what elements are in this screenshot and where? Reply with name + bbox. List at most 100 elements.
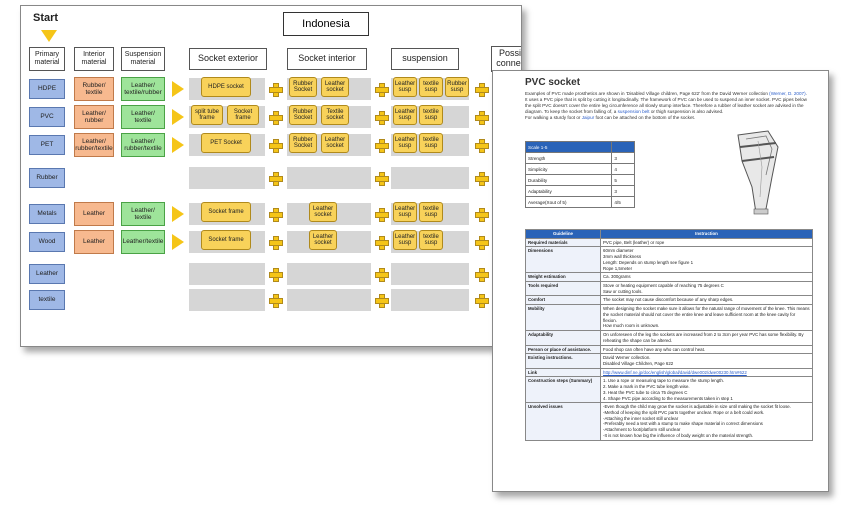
- suspension-box: Leather susp: [393, 202, 417, 222]
- arrow-right-icon: [172, 137, 184, 153]
- exterior-lane: [189, 167, 265, 189]
- guideline-row: Person or place of assistance.Food shop …: [525, 344, 813, 355]
- header-primary: Primary material: [29, 47, 65, 71]
- guideline-key: Unsolved issues: [525, 402, 601, 441]
- start-label: Start: [33, 12, 59, 24]
- intro-ref-link[interactable]: (Werner, D. 2007): [769, 91, 806, 96]
- socket-exterior-box: Socket frame: [201, 202, 251, 222]
- intro-text-3: or thigh suspension is also advised.: [650, 108, 724, 114]
- plus-icon: [375, 208, 389, 222]
- header-socket-interior: Socket interior: [287, 48, 367, 70]
- suspension-box: Leather susp: [393, 105, 417, 125]
- prosthetic-limb-illustration: [737, 130, 779, 215]
- guideline-value[interactable]: http://www.dinf.ne.jp/doc/english/global…: [600, 367, 813, 378]
- socket-interior-box: Rubber Socket: [289, 77, 317, 97]
- interior-lane: [287, 263, 371, 285]
- header-connector: Possible connector: [491, 46, 521, 72]
- doc-title: PVC socket: [525, 77, 581, 88]
- primary-material-wood: Wood: [29, 232, 65, 252]
- suspension-box: Leather susp: [393, 230, 417, 250]
- plus-icon: [475, 111, 489, 125]
- socket-interior-box: Leather socket: [321, 133, 349, 153]
- plus-icon: [475, 208, 489, 222]
- plus-icon: [375, 236, 389, 250]
- guideline-key: Person or place of assistance.: [525, 344, 601, 355]
- guideline-header: Guideline: [525, 229, 601, 239]
- guideline-row: Construction steps (Summary)1. Use a rop…: [525, 376, 813, 404]
- suspension-material-cell: Leather/ textile: [121, 105, 165, 129]
- interior-lane: [287, 289, 371, 311]
- intro-text: Examples of PVC made prosthetics are sho…: [525, 91, 768, 96]
- header-interior: Interior material: [74, 47, 114, 71]
- primary-material-rubber: Rubber: [29, 168, 65, 188]
- guideline-key: Dimensions: [525, 246, 601, 274]
- country-label: Indonesia: [283, 12, 369, 36]
- interior-material-cell: Leather: [74, 230, 114, 254]
- guideline-row: Unsolved issues-Even though the child ma…: [525, 402, 813, 441]
- arrow-right-icon: [172, 234, 184, 250]
- plus-icon: [375, 111, 389, 125]
- guideline-value: David Werner collection. Disabled Villag…: [600, 353, 813, 369]
- plus-icon: [269, 172, 283, 186]
- plus-icon: [475, 83, 489, 97]
- suspension-box: textile susp: [419, 202, 443, 222]
- guideline-value: Ca. 300grams: [600, 272, 813, 283]
- interior-lane: [287, 167, 371, 189]
- interior-material-cell: Leather: [74, 202, 114, 226]
- socket-interior-box: Leather socket: [309, 230, 337, 250]
- guideline-key: Tools required: [525, 281, 601, 297]
- plus-icon: [269, 268, 283, 282]
- prop-value: 5: [611, 174, 635, 186]
- intro-text-2: . It uses a PVC pipe that is split by cu…: [525, 91, 807, 114]
- header-socket-exterior: Socket exterior: [189, 48, 267, 70]
- header-suspension: suspension: [391, 48, 459, 70]
- jaipur-link[interactable]: Jaipur: [581, 114, 595, 120]
- interior-material-cell: Leather/ rubber: [74, 105, 114, 129]
- prop-value: 4: [611, 163, 635, 175]
- prop-label: Average(Xout of 5): [524, 196, 613, 208]
- prop-label: Simplicity: [524, 163, 613, 175]
- document-sheet: PVC socket Examples of PVC made prosthet…: [492, 70, 829, 492]
- arrow-right-icon: [172, 81, 184, 97]
- guideline-key: Required materials: [525, 237, 601, 248]
- guideline-value: When designing the socket make sure it a…: [600, 304, 813, 332]
- header-suspension-material: Suspension material: [121, 47, 165, 71]
- guideline-value: PVC pipe, Belt (leather) or rope: [600, 237, 813, 248]
- interior-material-cell: Rubber/ textile: [74, 77, 114, 101]
- prop-value: 4/5: [611, 196, 635, 208]
- interior-material-cell: Leather/ rubber/textile: [74, 133, 114, 157]
- plus-icon: [375, 83, 389, 97]
- suspension-belt-link[interactable]: suspension belt: [617, 108, 650, 114]
- suspension-material-cell: Leather/ textile/rubber: [121, 77, 165, 101]
- guideline-value: The socket may not cause discomfort beca…: [600, 295, 813, 306]
- suspension-material-cell: Leather/ textile: [121, 202, 165, 226]
- socket-interior-box: Rubber Socket: [289, 105, 317, 125]
- guideline-key: Construction steps (Summary): [525, 376, 601, 404]
- plus-icon: [269, 208, 283, 222]
- plus-icon: [375, 268, 389, 282]
- plus-icon: [269, 83, 283, 97]
- guideline-value: 1. Use a rope or measuring tape to measu…: [600, 376, 813, 404]
- props-header-2: [611, 141, 635, 153]
- doc-intro: Examples of PVC made prosthetics are sho…: [525, 91, 810, 121]
- guideline-key: Existing instructions.: [525, 353, 601, 369]
- plus-icon: [475, 172, 489, 186]
- arrow-right-icon: [172, 206, 184, 222]
- guideline-value: Stove or heating equipment capable of re…: [600, 281, 813, 297]
- suspension-material-cell: Leather/textile: [121, 230, 165, 254]
- plus-icon: [375, 172, 389, 186]
- guideline-key: Mobility: [525, 304, 601, 332]
- plus-icon: [269, 236, 283, 250]
- socket-exterior-box: Socket frame: [201, 230, 251, 250]
- guideline-key: Link: [525, 367, 601, 378]
- socket-interior-box: Textile socket: [321, 105, 349, 125]
- primary-material-metals: Metals: [29, 204, 65, 224]
- suspension-box: textile susp: [419, 105, 443, 125]
